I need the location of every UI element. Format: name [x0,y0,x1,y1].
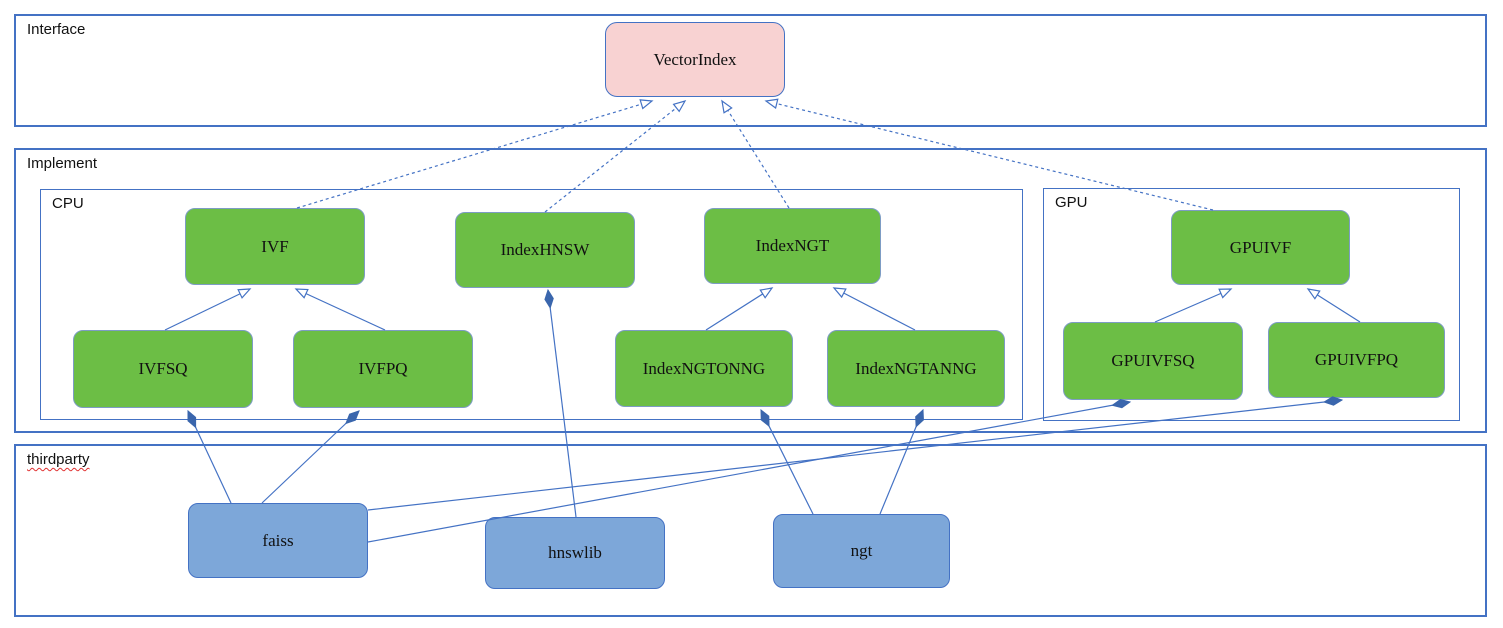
node-gpuivfsq: GPUIVFSQ [1063,322,1243,400]
container-thirdparty-label: thirdparty [27,451,90,468]
node-gpuivfpq: GPUIVFPQ [1268,322,1445,398]
node-indexngtonng-label: IndexNGTONNG [642,358,766,378]
container-gpu-label: GPU [1055,194,1088,211]
node-indexngt-label: IndexNGT [755,236,830,255]
node-gpuivf-label: GPUIVF [1229,237,1292,257]
container-interface-label: Interface [27,21,86,38]
node-vectorindex: VectorIndex [605,22,785,97]
node-ivfsq-label: IVFSQ [138,359,188,378]
node-ivfsq: IVFSQ [73,330,253,408]
node-ngt: ngt [773,514,950,588]
node-indexhnsw: IndexHNSW [455,212,635,288]
node-indexngtanng-label: IndexNGTANNG [855,358,977,378]
node-ivf: IVF [185,208,365,285]
node-ivf-label: IVF [261,236,289,256]
node-indexngtonng: IndexNGTONNG [615,330,793,407]
node-ngt-label: ngt [850,541,873,560]
node-hnswlib-label: hnswlib [548,543,602,562]
node-gpuivf: GPUIVF [1171,210,1350,285]
node-indexhnsw-label: IndexHNSW [500,240,590,259]
node-gpuivfpq-label: GPUIVFPQ [1314,350,1399,369]
node-gpuivfsq-label: GPUIVFSQ [1111,351,1195,370]
container-cpu-label: CPU [52,195,84,212]
node-indexngt: IndexNGT [704,208,881,284]
node-hnswlib: hnswlib [485,517,665,589]
node-vectorindex-label: VectorIndex [653,49,737,69]
node-ivfpq: IVFPQ [293,330,473,408]
container-implement-label: Implement [27,155,98,172]
node-faiss: faiss [188,503,368,578]
node-faiss-label: faiss [262,530,294,550]
node-ivfpq-label: IVFPQ [358,359,408,378]
node-indexngtanng: IndexNGTANNG [827,330,1005,407]
